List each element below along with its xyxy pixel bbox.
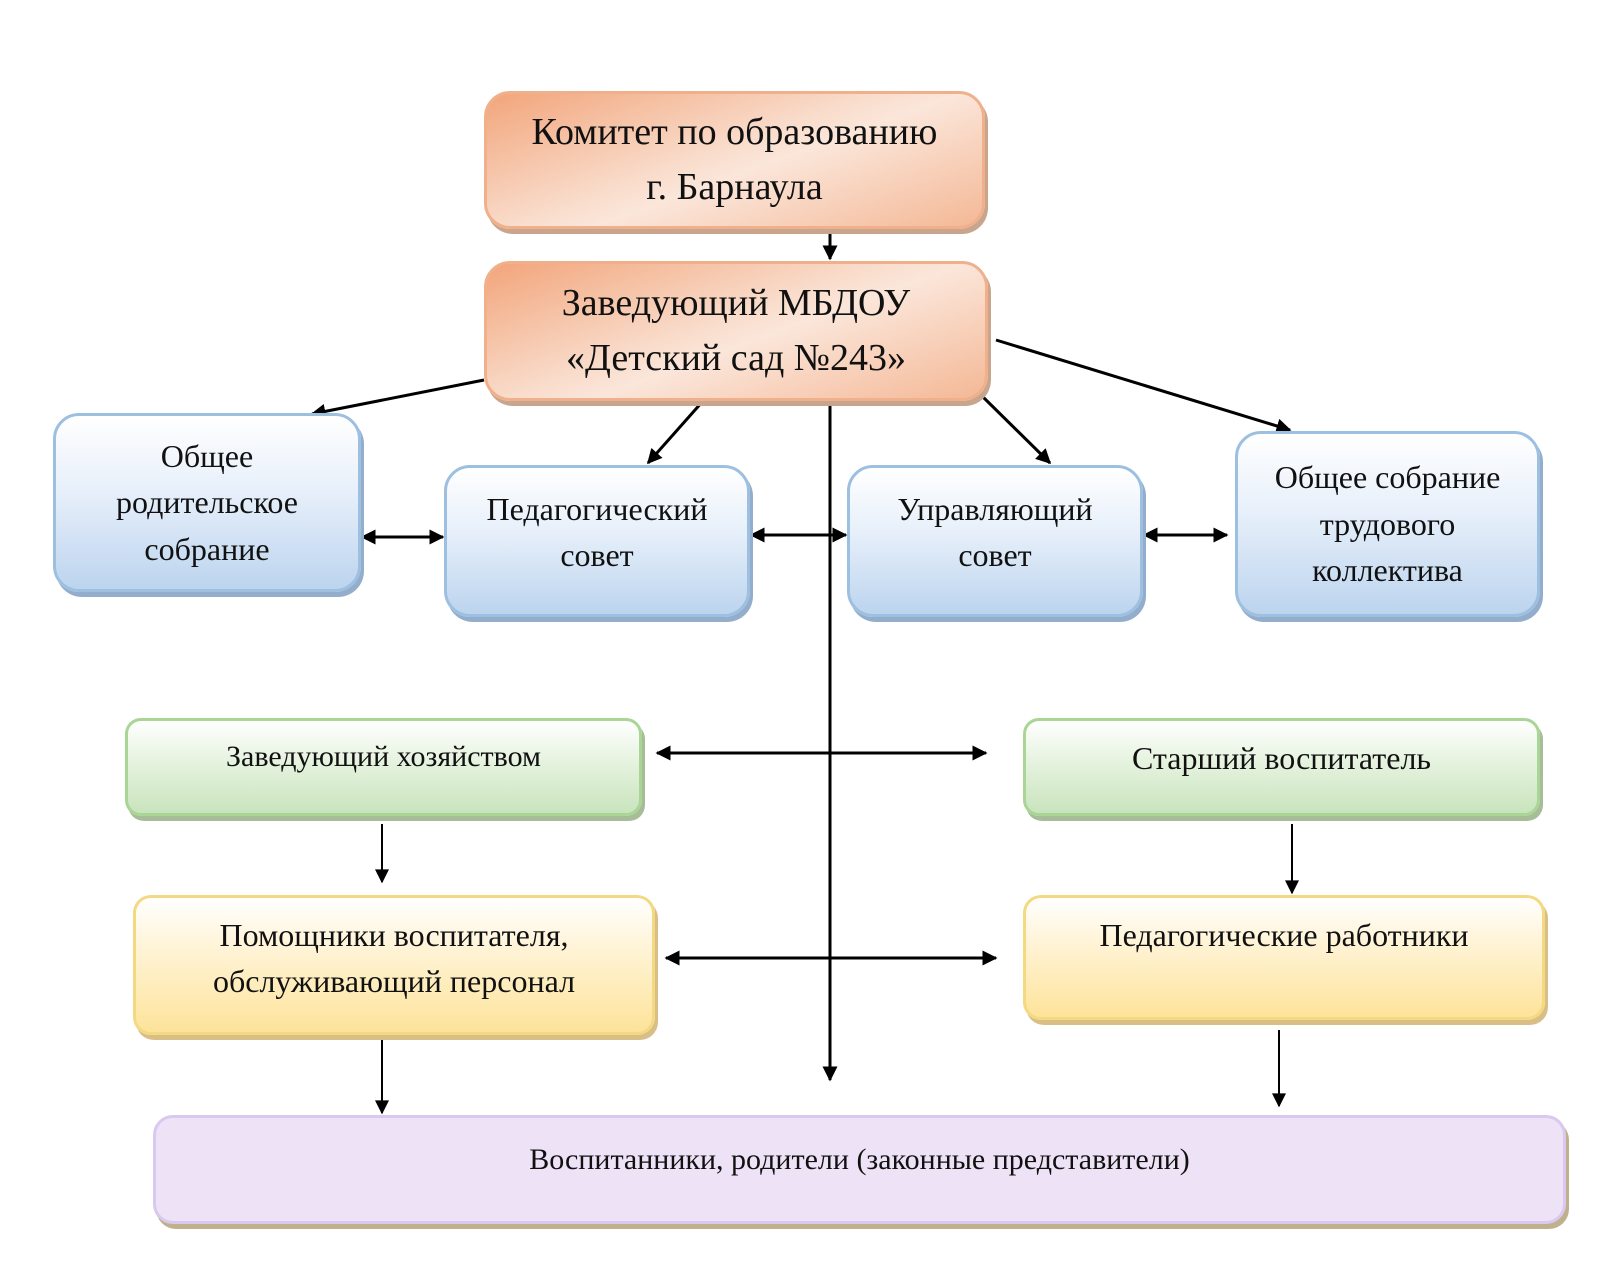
node-assistants: Помощники воспитателя, обслуживающий пер…	[133, 895, 655, 1035]
edge-head-parents-meeting	[310, 378, 485, 419]
node-staff-meeting-label: Общее собрание трудового коллектива	[1274, 459, 1501, 589]
node-senior-teacher-label: Старший воспитатель	[1131, 740, 1432, 776]
node-housekeeping-label: Заведующий хозяйством	[226, 740, 541, 773]
node-assistants-label: Помощники воспитателя, обслуживающий пер…	[212, 917, 576, 1000]
node-senior-teacher: Старший воспитатель	[1023, 718, 1540, 816]
node-pupils: Воспитанники, родители (законные предста…	[153, 1115, 1566, 1224]
node-gov-council-label: Управляющий совет	[897, 491, 1093, 574]
node-housekeeping: Заведующий хозяйством	[125, 718, 642, 816]
node-parents-meeting: Общее родительское собрание	[53, 413, 361, 592]
node-head: Заведующий МБДОУ «Детский сад №243»	[484, 261, 988, 401]
node-ped-council-label: Педагогический совет	[486, 491, 708, 574]
edge-head-ped-council	[646, 400, 705, 465]
node-ped-council: Педагогический совет	[444, 465, 750, 617]
node-pupils-label: Воспитанники, родители (законные предста…	[529, 1143, 1190, 1176]
edge-head-staff-meeting	[995, 338, 1292, 434]
edge-head-gov-council	[981, 395, 1052, 465]
node-head-label: Заведующий МБДОУ «Детский сад №243»	[561, 281, 911, 379]
node-teachers: Педагогические работники	[1023, 895, 1545, 1020]
node-teachers-label: Педагогические работники	[1099, 917, 1469, 953]
node-committee: Комитет по образованию г. Барнаула	[484, 91, 985, 229]
node-parents-meeting-label: Общее родительское собрание	[116, 437, 298, 567]
node-staff-meeting: Общее собрание трудового коллектива	[1235, 431, 1540, 617]
node-committee-label: Комитет по образованию г. Барнаула	[531, 110, 938, 208]
node-gov-council: Управляющий совет	[847, 465, 1143, 617]
